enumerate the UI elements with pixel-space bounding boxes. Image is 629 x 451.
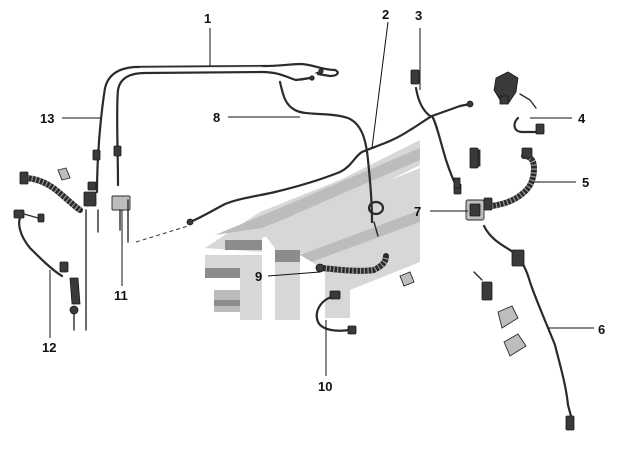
pipe-10 bbox=[315, 290, 357, 335]
hose-5 bbox=[473, 147, 538, 209]
hose-11 bbox=[19, 167, 129, 331]
callout-2: 2 bbox=[382, 7, 389, 22]
callout-6: 6 bbox=[598, 322, 605, 337]
pipe-12 bbox=[13, 209, 69, 278]
callout-9: 9 bbox=[255, 269, 262, 284]
callout-1: 1 bbox=[204, 11, 211, 26]
junction-7 bbox=[465, 197, 493, 221]
pipe-fittings-13 bbox=[83, 145, 131, 233]
pipe-2 bbox=[135, 69, 474, 243]
pipe-3-fittings bbox=[453, 147, 479, 189]
callout-5: 5 bbox=[582, 175, 589, 190]
callout-13: 13 bbox=[40, 111, 54, 126]
hose-4 bbox=[493, 71, 545, 135]
pipe-6 bbox=[473, 224, 575, 431]
callout-labels: 1 2 3 4 5 6 7 8 9 10 11 12 13 bbox=[40, 7, 605, 394]
callout-7: 7 bbox=[414, 204, 421, 219]
callout-11: 11 bbox=[114, 288, 128, 303]
brand-watermark-logo bbox=[205, 140, 420, 320]
hose-9 bbox=[315, 253, 415, 287]
callout-12: 12 bbox=[42, 340, 56, 355]
callout-8: 8 bbox=[213, 110, 220, 125]
callout-4: 4 bbox=[578, 111, 586, 126]
callout-10: 10 bbox=[318, 379, 332, 394]
pipe-8 bbox=[278, 80, 385, 237]
pipe-assembly-1 bbox=[95, 62, 339, 194]
leader-lines bbox=[49, 21, 594, 376]
callout-3: 3 bbox=[415, 8, 422, 23]
